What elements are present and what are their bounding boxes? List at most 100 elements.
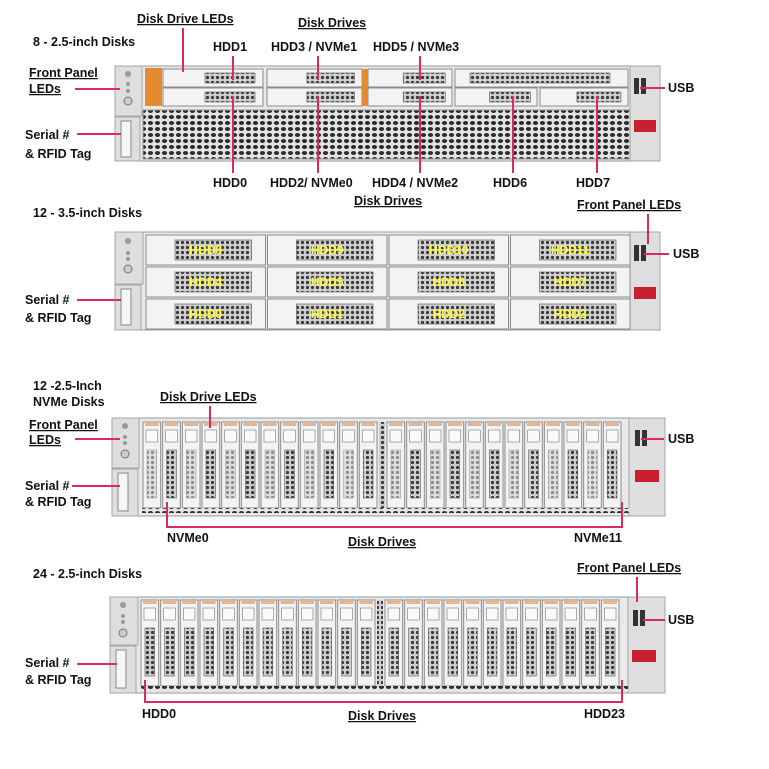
drive-tab [184, 423, 198, 426]
drive-grille [296, 239, 374, 261]
usb-port-icon[interactable] [634, 78, 639, 94]
drive-tab [223, 423, 238, 426]
drive-label: HDD4 / NVMe2 [372, 176, 458, 190]
drive-grille [585, 627, 596, 677]
center-divider [379, 422, 385, 508]
rfid-tag-label: & RFID Tag [25, 673, 91, 687]
drive-label: HDD7 [554, 275, 587, 289]
drive-latch [429, 429, 442, 443]
drive-latch [283, 429, 296, 443]
drive-grille [567, 449, 579, 499]
drive-latch [566, 429, 579, 443]
serial-label: Serial # [25, 128, 70, 142]
drive-latch [163, 607, 176, 621]
drive-grille [183, 627, 195, 677]
oracle-badge [635, 470, 659, 482]
usb-port-icon[interactable] [633, 610, 638, 626]
front-panel-leds-label: Front Panel LEDs [577, 198, 681, 212]
drive-latch [488, 429, 501, 443]
last-drive-label: HDD23 [584, 707, 625, 721]
drive-grille [306, 72, 355, 84]
power-button-icon[interactable] [120, 449, 130, 459]
power-button-icon[interactable] [118, 628, 128, 638]
center-divider [377, 600, 383, 686]
drive-tab [339, 601, 354, 604]
drive-tab [564, 601, 578, 604]
drive-label: HDD2/ NVMe0 [270, 176, 353, 190]
sec3-labels: 12 -2.5-Inch NVMe Disks Disk Drive LEDs … [25, 379, 694, 549]
config-title: 24 - 2.5-inch Disks [33, 567, 142, 581]
status-led-icon [126, 82, 130, 86]
drive-latch [222, 607, 235, 621]
drive-grille [469, 449, 480, 499]
drive-latch [322, 429, 335, 443]
drive-grille [296, 271, 374, 293]
drive-grille [264, 449, 276, 499]
drive-tab [241, 601, 255, 604]
disk-drives-label: Disk Drives [354, 194, 422, 208]
drive-label: HDD3 [554, 307, 587, 321]
power-button-icon[interactable] [123, 96, 133, 106]
usb-port-icon[interactable] [641, 78, 646, 94]
config-title: 12 - 3.5-inch Disks [33, 206, 142, 220]
drive-label: HDD5 [311, 275, 344, 289]
drive-latch [527, 429, 540, 443]
drive-grille [174, 239, 252, 261]
drive-grille [508, 449, 520, 499]
drive-grille [362, 449, 374, 499]
drive-latch [342, 429, 355, 443]
first-drive-label: HDD0 [142, 707, 176, 721]
drive-latch [584, 607, 597, 621]
config-title: 12 -2.5-Inch [33, 379, 102, 393]
drive-tab [605, 423, 619, 426]
drive-tab [566, 423, 580, 426]
drive-latch [486, 607, 499, 621]
drive-tab [428, 423, 442, 426]
drive-grille [488, 449, 500, 499]
drive-latch [242, 607, 255, 621]
drive-latch [303, 429, 316, 443]
drive-latch [505, 607, 518, 621]
drive-latch [564, 607, 577, 621]
drive-tab [446, 601, 460, 604]
drive-release-tab [145, 68, 162, 106]
drive-tab [485, 601, 499, 604]
drive-grille [360, 627, 372, 677]
drive-tab [302, 423, 316, 426]
usb-port-icon[interactable] [641, 245, 646, 261]
drive-grille [402, 72, 446, 84]
drive-tab [505, 601, 519, 604]
drive-bays-12-nvme [142, 421, 630, 513]
front-panel-leds-label: Front Panel [29, 418, 98, 432]
drive-latch [389, 429, 402, 443]
drive-label: HDD2 [432, 307, 465, 321]
drive-latch [525, 607, 538, 621]
drive-latch [468, 429, 481, 443]
drive-tab [544, 601, 558, 604]
drive-grille [242, 627, 254, 677]
locator-led-icon [125, 71, 131, 77]
power-button-icon[interactable] [123, 264, 133, 274]
front-panel-leds-label: Front Panel [29, 66, 98, 80]
config-title: NVMe Disks [33, 395, 105, 409]
usb-port-icon[interactable] [634, 245, 639, 261]
drive-grille [576, 91, 622, 103]
front-panel-leds-label: LEDs [29, 82, 61, 96]
drive-label: HDD5 / NVMe3 [373, 40, 459, 54]
last-drive-label: NVMe11 [574, 531, 622, 545]
drive-grille [174, 303, 252, 325]
drive-latch [204, 429, 217, 443]
drive-grille [417, 303, 495, 325]
drive-grille [204, 91, 256, 103]
usb-port-icon[interactable] [635, 430, 640, 446]
oracle-badge [634, 287, 656, 299]
drive-latch [604, 607, 617, 621]
drive-tab [359, 601, 373, 604]
drive-grille [402, 91, 446, 103]
drive-tab [221, 601, 236, 604]
drive-label: HDD8 [189, 243, 222, 257]
drive-label: HDD7 [576, 176, 610, 190]
drive-grille [204, 72, 256, 84]
usb-port-icon[interactable] [640, 610, 645, 626]
drive-grille [429, 449, 441, 499]
